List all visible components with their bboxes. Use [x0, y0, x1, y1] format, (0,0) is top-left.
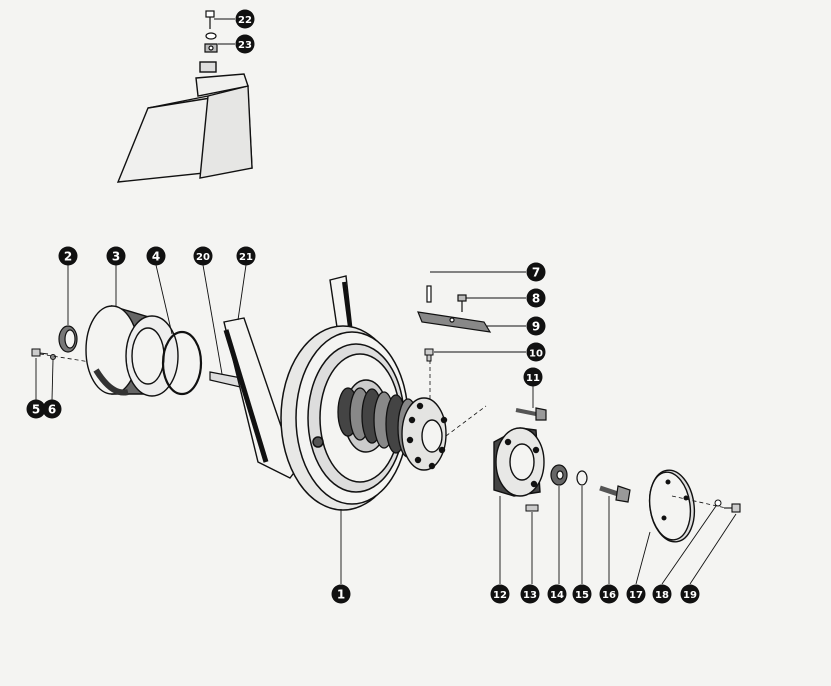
svg-text:12: 12 [493, 590, 507, 601]
callout-12: 12 [490, 584, 510, 604]
callout-22: 22 [235, 9, 255, 29]
taper-bushing [493, 427, 545, 497]
callout-21: 21 [236, 246, 256, 266]
callout-19: 19 [680, 584, 700, 604]
guard-bolt [205, 10, 215, 29]
svg-text:9: 9 [532, 320, 540, 334]
small-screw [31, 348, 49, 357]
callout-14: 14 [547, 584, 567, 604]
callout-10: 10 [526, 342, 546, 362]
svg-text:13: 13 [523, 590, 537, 601]
callout-6: 6 [42, 399, 62, 419]
callout-13: 13 [520, 584, 540, 604]
callout-16: 16 [599, 584, 619, 604]
callout-15: 15 [572, 584, 592, 604]
snap-ring [161, 330, 203, 396]
set-bolt [457, 294, 467, 312]
svg-text:8: 8 [532, 292, 540, 306]
flat-washer [576, 470, 588, 486]
bearing-ring [58, 325, 78, 353]
axis-line-hub [445, 405, 487, 437]
svg-text:10: 10 [529, 349, 543, 360]
drive-belt [223, 275, 353, 479]
callout-17: 17 [626, 584, 646, 604]
svg-text:2: 2 [64, 250, 72, 264]
svg-text:1: 1 [337, 588, 345, 602]
svg-text:16: 16 [602, 590, 616, 601]
cover-screw [724, 503, 741, 513]
svg-text:17: 17 [629, 590, 643, 601]
svg-text:5: 5 [32, 403, 40, 417]
hex-bolt [599, 485, 631, 503]
svg-text:23: 23 [238, 40, 252, 51]
axis-line-cover [671, 495, 727, 509]
callout-20: 20 [193, 246, 213, 266]
pin [426, 285, 432, 303]
svg-text:22: 22 [238, 15, 252, 26]
callout-3: 3 [106, 246, 126, 266]
cap-screw [515, 407, 547, 421]
callout-9: 9 [526, 316, 546, 336]
svg-text:14: 14 [550, 590, 564, 601]
callout-1: 1 [331, 584, 351, 604]
callout-8: 8 [526, 288, 546, 308]
grease-fitting [424, 348, 434, 362]
callout-7: 7 [526, 262, 546, 282]
key-plate [417, 311, 492, 333]
svg-text:21: 21 [239, 252, 253, 263]
flange-hub [401, 397, 448, 471]
svg-text:4: 4 [152, 250, 160, 264]
svg-text:3: 3 [112, 250, 120, 264]
svg-text:11: 11 [526, 373, 540, 384]
callout-4: 4 [146, 246, 166, 266]
small-washer [50, 354, 56, 360]
svg-text:6: 6 [48, 403, 56, 417]
callout-2: 2 [58, 246, 78, 266]
callout-5: 5 [26, 399, 46, 419]
svg-text:20: 20 [196, 252, 210, 263]
leader-lines [35, 18, 737, 585]
callout-23: 23 [235, 34, 255, 54]
callout-11: 11 [523, 367, 543, 387]
belt-guard [116, 61, 253, 183]
thick-washer [550, 464, 568, 486]
svg-text:7: 7 [532, 266, 540, 280]
svg-text:19: 19 [683, 590, 697, 601]
svg-text:18: 18 [655, 590, 669, 601]
outer-hub-housing [85, 305, 179, 397]
callout-18: 18 [652, 584, 672, 604]
cover-plate [648, 469, 696, 543]
axis-line-left [39, 353, 91, 363]
guard-washer-nut [204, 32, 218, 53]
svg-text:15: 15 [575, 590, 589, 601]
small-key [525, 504, 539, 512]
lock-washer [714, 499, 722, 507]
